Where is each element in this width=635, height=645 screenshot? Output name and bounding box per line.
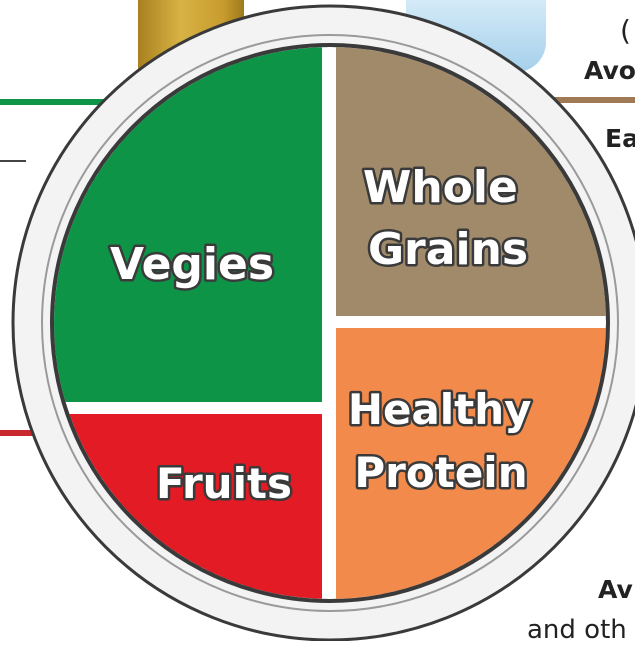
vegies-label: Vegies	[110, 239, 274, 290]
vertical-divider	[322, 40, 336, 620]
right-horizontal-divider	[334, 316, 624, 328]
fruits-label: Fruits	[156, 459, 292, 508]
left-horizontal-divider	[30, 402, 326, 414]
